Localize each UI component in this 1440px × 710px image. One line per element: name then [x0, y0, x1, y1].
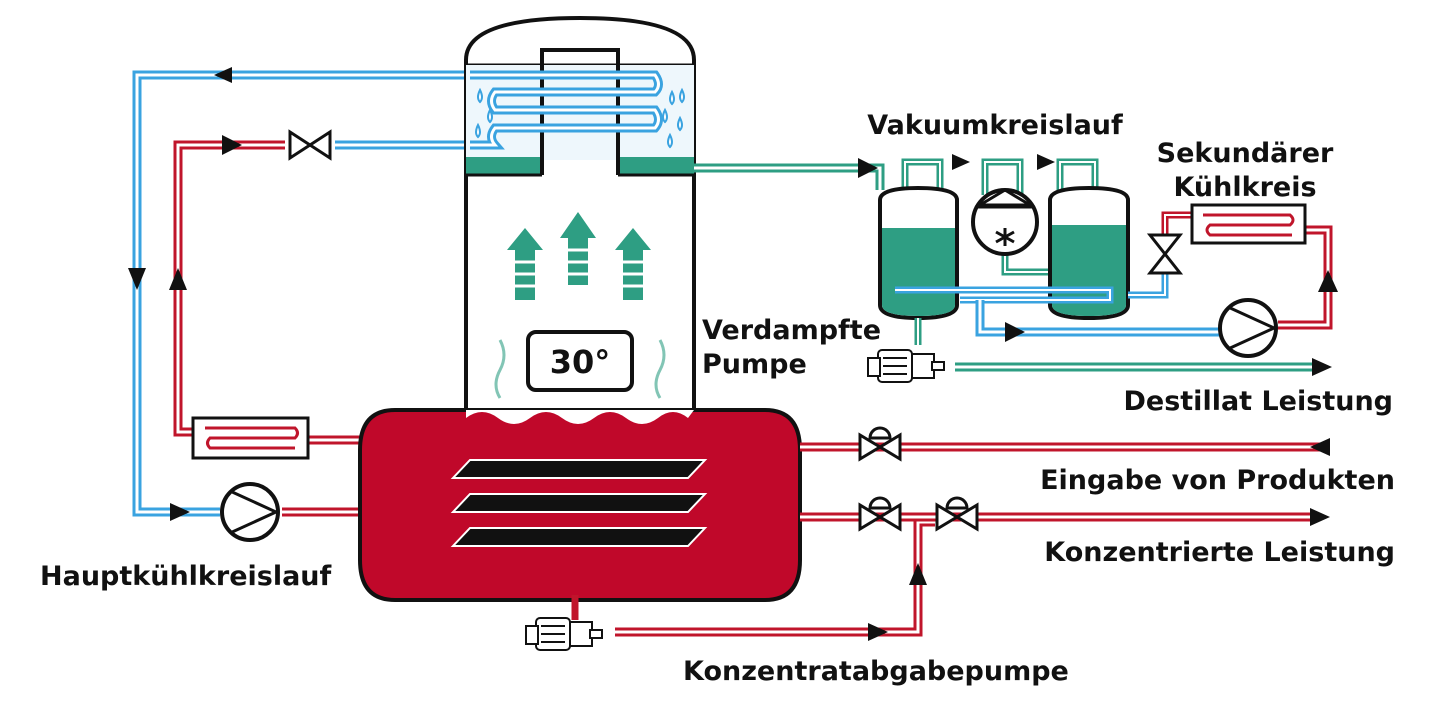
circulation-pump-icon[interactable]: [220, 482, 280, 542]
flow-arrow: [128, 268, 146, 290]
gate-valve-icon[interactable]: [858, 496, 902, 532]
flow-arrow: [952, 154, 970, 170]
flow-arrow: [909, 563, 927, 585]
temperature-label: 30°: [550, 343, 611, 381]
concentrate-pump-label: Konzentratabgabepumpe: [683, 656, 1069, 687]
flow-arrow: [1318, 270, 1338, 292]
heat-exchanger-icon: [191, 416, 310, 460]
heating-element: [450, 459, 708, 547]
flow-arrow: [214, 67, 232, 83]
concentrated-output-label: Konzentrierte Leistung: [1044, 537, 1395, 568]
evaporated-pump-label-2: Pumpe: [702, 349, 807, 380]
evaporator-column: [464, 15, 696, 422]
flow-arrow: [1312, 358, 1332, 376]
boiler-tank: [358, 408, 802, 602]
flow-arrow: [1310, 438, 1330, 456]
evaporated-pump-label-1: Verdampfte: [702, 315, 881, 346]
motor-pump-icon[interactable]: [867, 349, 945, 383]
main-cooling-label: Hauptkühlkreislauf: [40, 561, 332, 592]
product-input-label: Eingabe von Produkten: [1040, 465, 1395, 496]
vacuum-circuit-label: Vakuumkreislauf: [867, 110, 1123, 141]
flow-arrow: [1037, 154, 1055, 170]
gate-valve-icon[interactable]: [1146, 233, 1184, 275]
distillate-output-label: Destillat Leistung: [1123, 386, 1393, 417]
vacuum-pump-icon[interactable]: [971, 188, 1039, 256]
motor-pump-icon[interactable]: [525, 595, 603, 651]
flow-arrow: [170, 503, 190, 521]
heat-exchanger-icon: [1190, 203, 1307, 245]
secondary-cooling-label-2: Kühlkreis: [1173, 172, 1316, 203]
flow-arrow: [222, 135, 242, 155]
flow-arrow: [1005, 322, 1025, 342]
gate-valve-icon[interactable]: [288, 129, 332, 161]
gate-valve-icon[interactable]: [935, 496, 979, 532]
flow-arrow: [169, 268, 187, 290]
vacuum-vessel-1: [878, 185, 959, 321]
secondary-cooling-label-1: Sekundärer: [1157, 138, 1334, 169]
flow-arrow: [1310, 508, 1330, 526]
circulation-pump-icon[interactable]: [1218, 298, 1278, 358]
temperature-display: 30°: [526, 330, 634, 392]
gate-valve-icon[interactable]: [858, 426, 902, 462]
flow-arrow: [868, 623, 888, 641]
flow-arrow: [858, 158, 878, 178]
